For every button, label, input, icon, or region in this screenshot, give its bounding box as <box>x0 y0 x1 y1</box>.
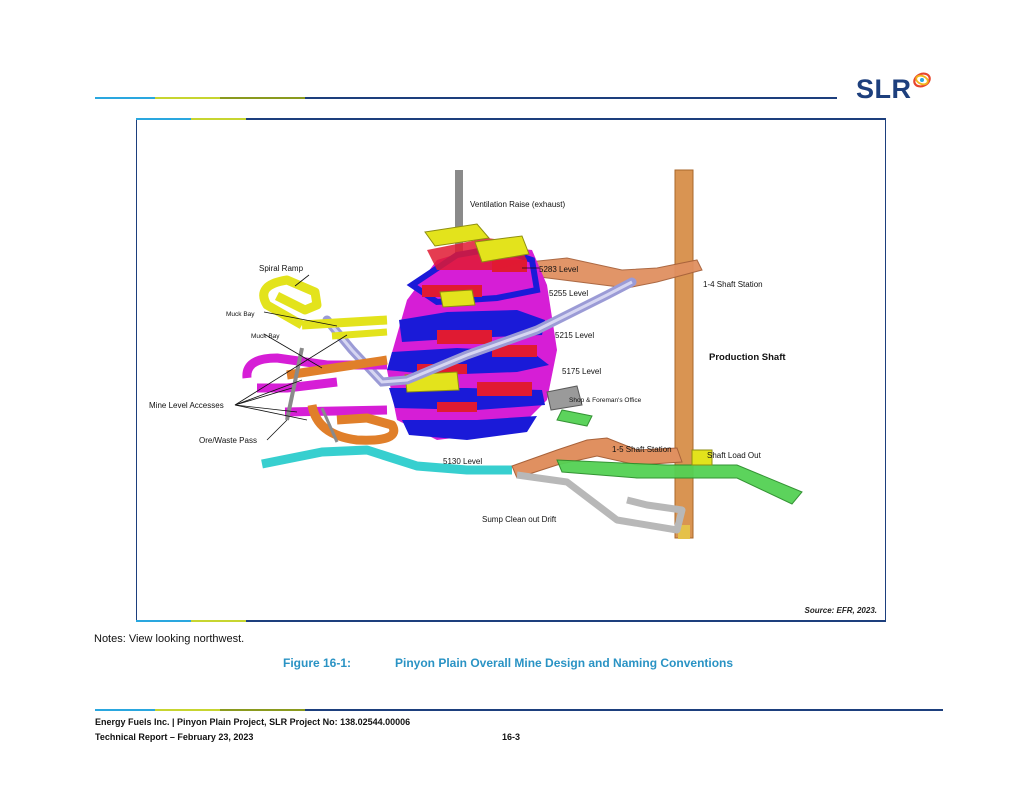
label-shaft-load-out: Shaft Load Out <box>707 451 762 460</box>
sump-clean-out-drift <box>516 471 686 534</box>
label-mine-level-accesses: Mine Level Accesses <box>149 401 224 410</box>
spiral-ramp <box>259 275 388 340</box>
footer-rule <box>95 709 943 711</box>
figure-title: Pinyon Plain Overall Mine Design and Nam… <box>395 656 734 670</box>
label-ventilation-raise: Ventilation Raise (exhaust) <box>470 200 566 209</box>
figure-bottom-rule <box>136 620 886 622</box>
label-muck-bay-2: Muck Bay <box>251 333 280 340</box>
shaft-station-1-4 <box>528 257 703 289</box>
figure-top-rule <box>136 118 886 120</box>
label-shaft-station-1-5: 1-5 Shaft Station <box>612 445 672 454</box>
level-accesses-orange <box>286 355 399 445</box>
page-number: 16-3 <box>502 732 521 742</box>
header-rule <box>95 97 837 99</box>
label-sump-drift: Sump Clean out Drift <box>482 515 557 524</box>
ore-body <box>387 223 557 440</box>
figure-number: Figure 16-1: <box>283 656 352 670</box>
label-shop-office: Shop & Foreman's Office <box>569 397 642 404</box>
label-level-5255: 5255 Level <box>549 289 588 298</box>
label-level-5175: 5175 Level <box>562 367 601 376</box>
figure-notes: Notes: View looking northwest. <box>94 633 245 645</box>
level-accesses-magenta <box>242 353 388 417</box>
label-shaft-station-1-4: 1-4 Shaft Station <box>703 280 763 289</box>
mine-design-diagram: Ventilation Raise (exhaust) Spiral Ramp … <box>149 169 803 539</box>
label-production-shaft: Production Shaft <box>709 352 786 363</box>
footer-report-date: Technical Report – February 23, 2023 <box>95 732 254 742</box>
production-shaft <box>674 169 694 539</box>
slr-logo-mark-icon <box>913 72 931 88</box>
figure-source: Source: EFR, 2023. <box>804 606 877 615</box>
level-5130-drift <box>261 445 512 475</box>
shaft-load-out <box>556 409 803 505</box>
label-ore-waste-pass: Ore/Waste Pass <box>199 436 257 445</box>
shop-foremans-office <box>546 385 583 411</box>
ore-waste-pass <box>285 347 304 421</box>
footer-project-line: Energy Fuels Inc. | Pinyon Plain Project… <box>95 717 411 727</box>
label-level-5130: 5130 Level <box>443 457 482 466</box>
slr-logo: SLR <box>856 72 936 104</box>
label-level-5283: 5283 Level <box>539 265 578 274</box>
label-level-5215: 5215 Level <box>555 331 594 340</box>
label-spiral-ramp: Spiral Ramp <box>259 264 304 273</box>
label-muck-bay-1: Muck Bay <box>226 311 255 318</box>
